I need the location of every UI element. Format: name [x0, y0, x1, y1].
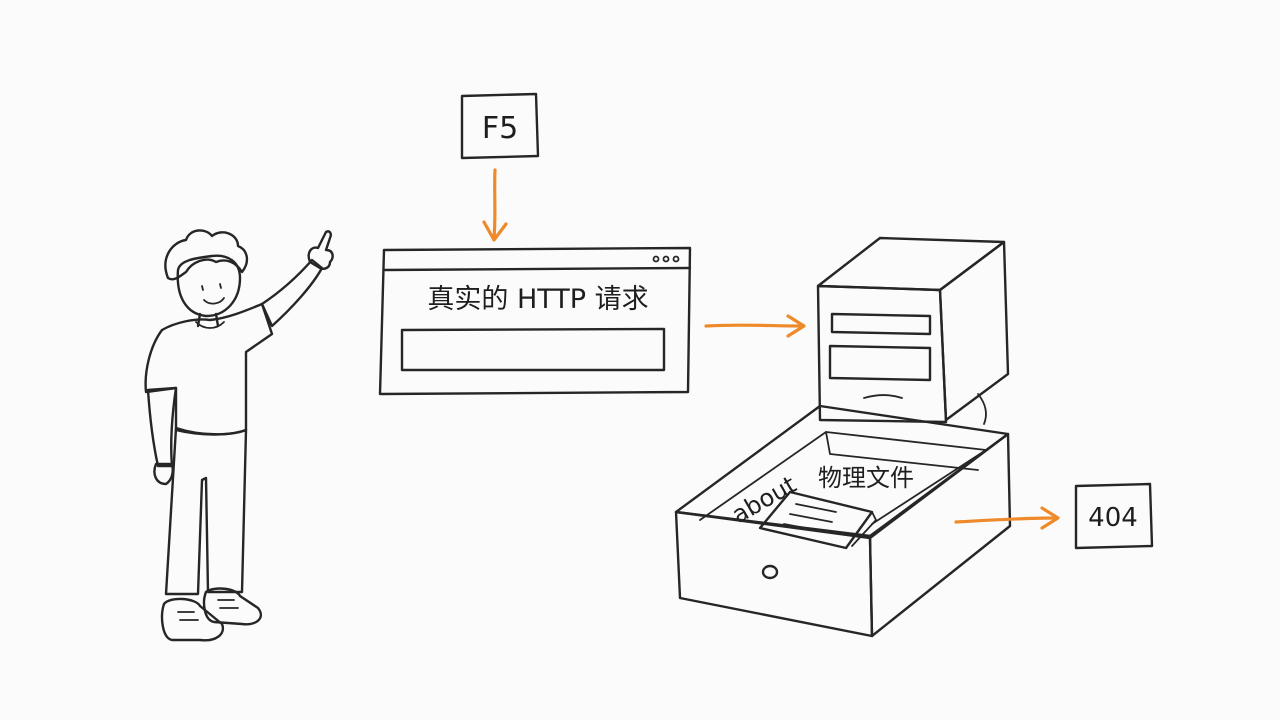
person-shirt	[144, 302, 274, 436]
person-pants	[164, 426, 248, 596]
f5-key-label: F5	[482, 111, 518, 146]
drawer-side	[868, 432, 1012, 638]
person-hair	[164, 229, 249, 281]
browser-address-field	[400, 327, 666, 372]
status-404-label: 404	[1088, 503, 1138, 533]
server-tower	[816, 236, 1010, 425]
f5-key: F5	[460, 92, 540, 160]
server-top-panel	[816, 236, 1006, 292]
window-dot-1	[652, 255, 660, 263]
browser-frame	[378, 246, 692, 396]
person-raised-arm	[260, 258, 324, 328]
drawer-label: 物理文件	[818, 464, 914, 492]
arrow-browser-to-server	[704, 314, 806, 338]
server-drive-slot-2	[828, 344, 932, 382]
browser-title: 真实的 HTTP 请求	[427, 284, 648, 315]
server-side-panel	[938, 240, 1010, 422]
window-dot-2	[662, 255, 670, 263]
drawer-knob	[761, 564, 779, 580]
status-404-box: 404	[1074, 482, 1154, 550]
person-right-shoe	[202, 587, 263, 626]
arrow-f5-to-browser	[482, 168, 508, 242]
person-lowered-arm	[146, 386, 178, 468]
arrow-drawer-to-404	[954, 506, 1060, 530]
window-dot-3	[672, 255, 680, 263]
server-drive-slot-1	[830, 312, 932, 336]
browser-window: 真实的 HTTP 请求	[378, 246, 692, 396]
person-pointing-hand	[307, 230, 334, 270]
server-front-panel	[816, 284, 948, 424]
person-left-shoe	[160, 597, 225, 642]
person-head	[176, 254, 242, 318]
browser-titlebar	[383, 266, 692, 272]
person-figure	[144, 229, 334, 642]
